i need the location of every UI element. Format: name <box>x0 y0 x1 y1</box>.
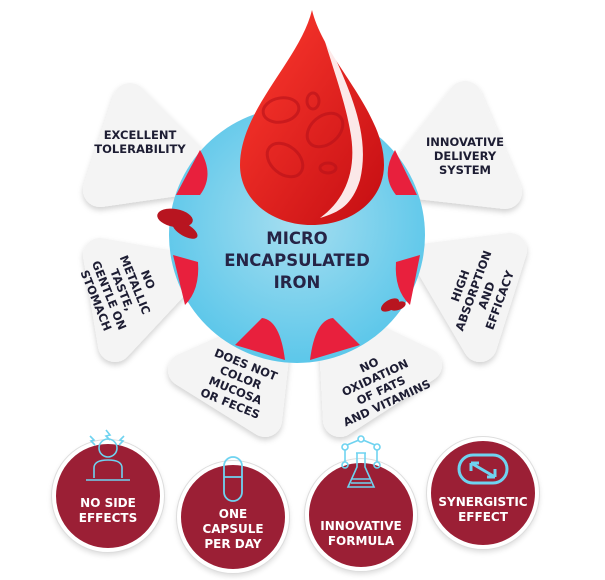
blood-drop <box>240 10 384 225</box>
badge-line: SYNERGISTIC <box>438 495 528 509</box>
circle-notches <box>173 150 420 360</box>
badge-line: EFFECT <box>458 510 508 524</box>
badge-innovative-formula: INNOVATIVE FORMULA <box>305 435 417 571</box>
badge-line: PER DAY <box>204 537 262 551</box>
badge-line: NO SIDE <box>80 496 136 510</box>
capsule-icon <box>223 456 243 502</box>
badge-line: INNOVATIVE <box>320 519 402 533</box>
label-line: INNOVATIVE <box>425 135 504 149</box>
center-title: MICRO ENCAPSULATED IRON <box>197 228 397 294</box>
badge-one-capsule: ONE CAPSULE PER DAY <box>177 456 289 573</box>
title-line: MICRO <box>266 229 328 248</box>
label-line: DELIVERY <box>433 149 497 163</box>
sync-arrows-icon <box>457 453 509 485</box>
label-line: SYSTEM <box>438 163 492 177</box>
petal-label-excellent-tolerability: EXCELLENT TOLERABILITY <box>80 128 200 156</box>
badge-synergistic-effect: SYNERGISTIC EFFECT <box>427 437 539 549</box>
red-blood-cells <box>157 208 406 312</box>
badge-line: EFFECTS <box>78 511 138 525</box>
petal-no-metallic <box>83 238 202 362</box>
petal-high-absorption <box>413 233 527 362</box>
badge-line: ONE <box>218 507 248 521</box>
flask-molecule-icon <box>341 435 381 488</box>
label-line: EXCELLENT <box>103 128 177 142</box>
badge-line: FORMULA <box>327 534 395 548</box>
petal-label-innovative-delivery: INNOVATIVE DELIVERY SYSTEM <box>405 135 525 177</box>
petal-excellent-tolerability <box>83 83 222 207</box>
petal-innovative-delivery <box>383 81 522 209</box>
badge-no-side-effects: NO SIDE EFFECTS <box>52 429 164 552</box>
stressed-person-icon <box>86 429 130 481</box>
badge-line: CAPSULE <box>202 522 264 536</box>
title-line: IRON <box>273 273 321 292</box>
label-line: TOLERABILITY <box>94 142 186 156</box>
title-line: ENCAPSULATED <box>224 251 370 270</box>
